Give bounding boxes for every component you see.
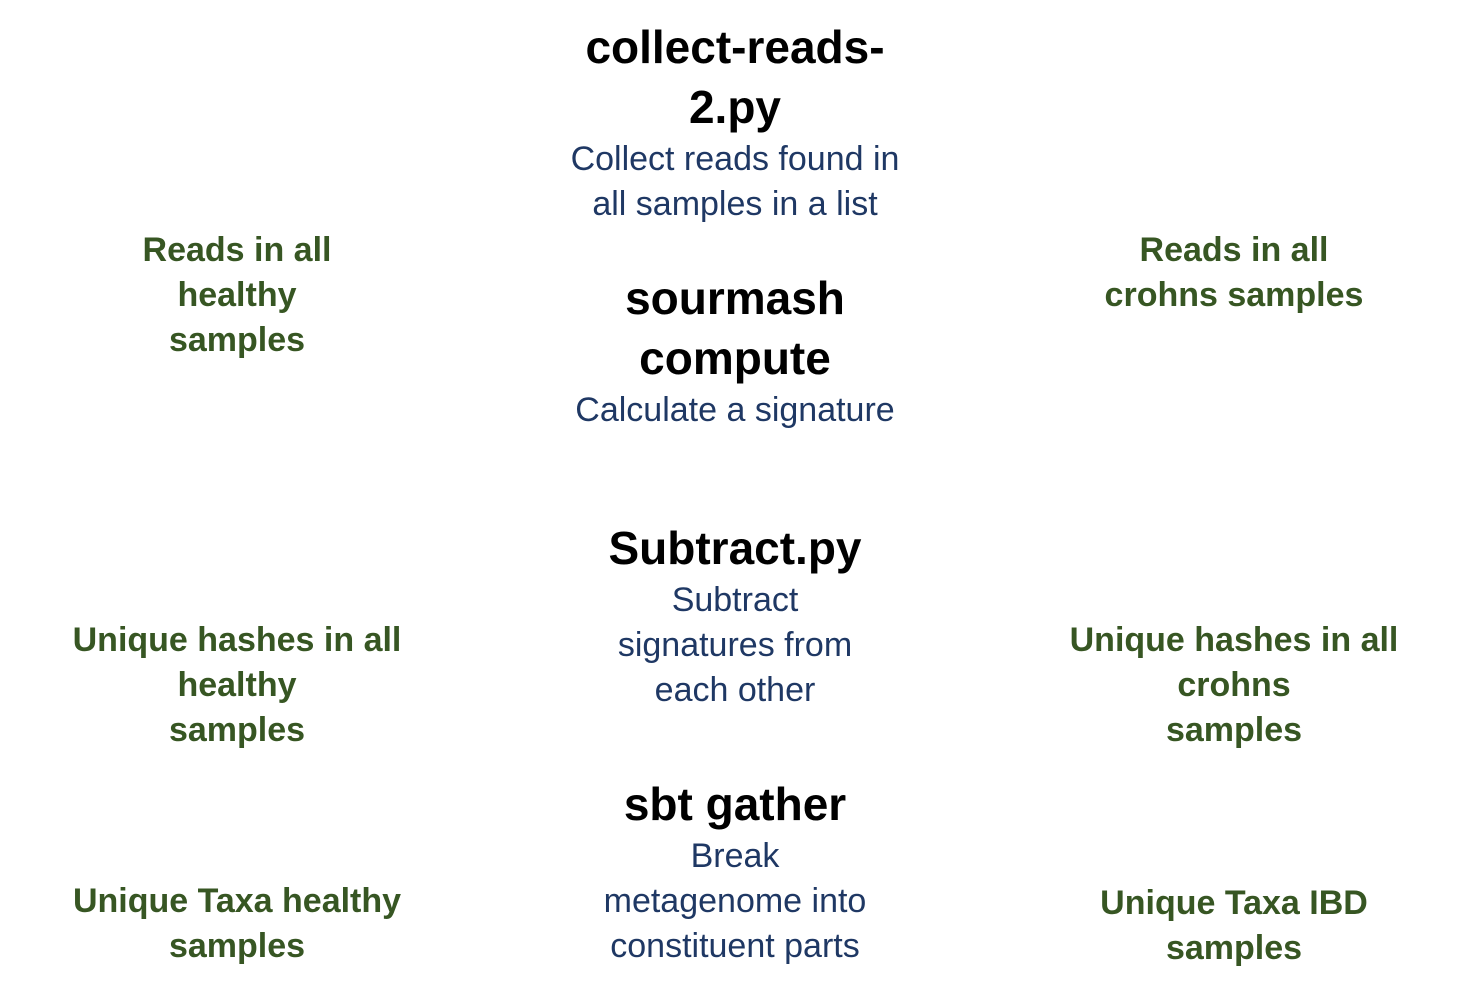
right-label-hashes-crohns: Unique hashes in all crohns samples: [1069, 621, 1399, 749]
step-description: Break metagenome into constituent parts: [603, 837, 867, 965]
left-label-hashes-healthy: Unique hashes in all healthy samples: [72, 621, 402, 749]
step-title: sbt gather: [623, 778, 847, 830]
left-label-reads-healthy: Reads in all healthy samples: [142, 231, 332, 359]
left-label-taxa-healthy: Unique Taxa healthy samples: [72, 882, 402, 965]
step-title: Subtract.py: [608, 522, 862, 574]
step-collect-reads: collect-reads- 2.py Collect reads found …: [485, 17, 985, 227]
right-label-reads-crohns: Reads in all crohns samples: [1104, 231, 1364, 314]
step-sourmash-compute: sourmash compute Calculate a signature: [485, 268, 985, 433]
right-label-taxa-ibd: Unique Taxa IBD samples: [1100, 884, 1368, 967]
step-description: Collect reads found in all samples in a …: [570, 140, 900, 223]
step-description: Subtract signatures from each other: [617, 581, 853, 709]
step-title: sourmash compute: [625, 272, 845, 384]
step-sbt-gather: sbt gather Break metagenome into constit…: [485, 774, 985, 969]
step-description: Calculate a signature: [575, 391, 895, 429]
step-subtract: Subtract.py Subtract signatures from eac…: [485, 518, 985, 713]
step-title: collect-reads- 2.py: [585, 21, 885, 133]
